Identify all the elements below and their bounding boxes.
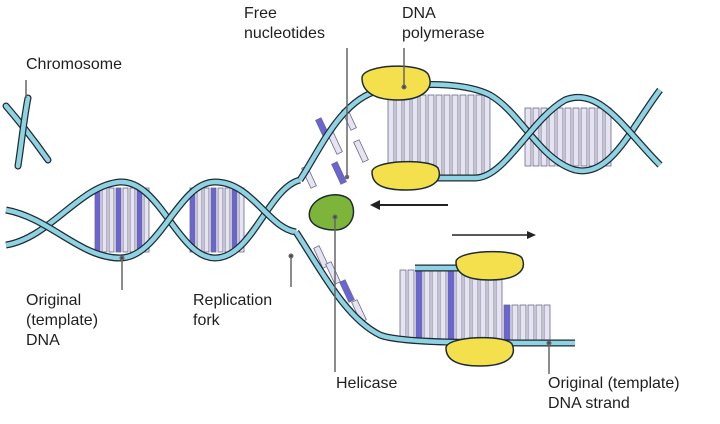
base-pair	[475, 94, 483, 176]
base-pair	[122, 187, 129, 253]
label-helicase: Helicase	[336, 375, 398, 392]
chromosome-icon	[2, 94, 52, 170]
base-pair	[115, 187, 122, 253]
base-pair	[519, 304, 527, 343]
pointer-lines	[25, 48, 552, 374]
base-pair	[439, 269, 447, 343]
dna-polymerase-top	[361, 65, 441, 191]
base-pair	[596, 107, 604, 167]
free-nucleotide	[331, 161, 347, 185]
base-pair	[463, 269, 471, 343]
base-pair	[479, 269, 487, 343]
base-pair	[487, 269, 495, 343]
base-pair	[503, 304, 511, 343]
base-pair	[455, 269, 463, 343]
label-original-dna: Original (template) DNA	[26, 292, 99, 349]
label-free-nucleotides: Free nucleotides	[244, 5, 325, 42]
base-pair	[580, 107, 588, 167]
base-pair	[459, 94, 467, 176]
base-pair	[447, 269, 455, 343]
daughter-base-pairs	[387, 94, 612, 343]
base-pair	[483, 94, 491, 176]
base-pair	[94, 187, 101, 253]
base-pair	[108, 187, 115, 253]
base-pair	[101, 187, 108, 253]
base-pair	[415, 269, 423, 343]
direction-arrow-right	[452, 231, 536, 239]
base-pair	[217, 187, 224, 253]
base-pair	[451, 94, 459, 176]
base-pair	[535, 304, 543, 343]
base-pair	[495, 269, 503, 343]
base-pair	[556, 107, 564, 167]
base-pair	[471, 269, 479, 343]
dna-polymerase-bottom	[445, 250, 525, 367]
label-replication-fork: Replication fork	[193, 292, 273, 329]
base-pair	[435, 94, 443, 176]
base-pair	[196, 187, 203, 253]
base-pair	[203, 187, 210, 253]
parental-helix	[5, 176, 302, 262]
base-pair	[431, 269, 439, 343]
base-pair	[143, 187, 150, 253]
helicase-enzyme	[308, 194, 355, 231]
base-pair	[527, 304, 535, 343]
base-pair	[467, 94, 475, 176]
base-pair	[543, 304, 551, 343]
base-pair	[210, 187, 217, 253]
direction-arrow-left	[370, 200, 448, 210]
base-pair	[129, 187, 136, 253]
base-pair	[540, 107, 548, 167]
base-pair	[588, 107, 596, 167]
base-pair	[564, 107, 572, 167]
free-nucleotide	[339, 279, 355, 303]
label-original-strand: Original (template) DNA strand	[548, 375, 680, 412]
base-pair	[136, 187, 143, 253]
base-pair	[572, 107, 580, 167]
base-pair	[224, 187, 231, 253]
base-pair	[399, 269, 407, 343]
base-pair	[511, 304, 519, 343]
base-pair	[231, 187, 238, 253]
free-nucleotide	[313, 245, 329, 269]
free-nucleotide	[353, 139, 369, 163]
label-chromosome: Chromosome	[26, 56, 123, 73]
base-pair	[423, 269, 431, 343]
base-pair	[407, 269, 415, 343]
base-pair	[443, 94, 451, 176]
label-dna-polymerase: DNA polymerase	[402, 5, 485, 42]
